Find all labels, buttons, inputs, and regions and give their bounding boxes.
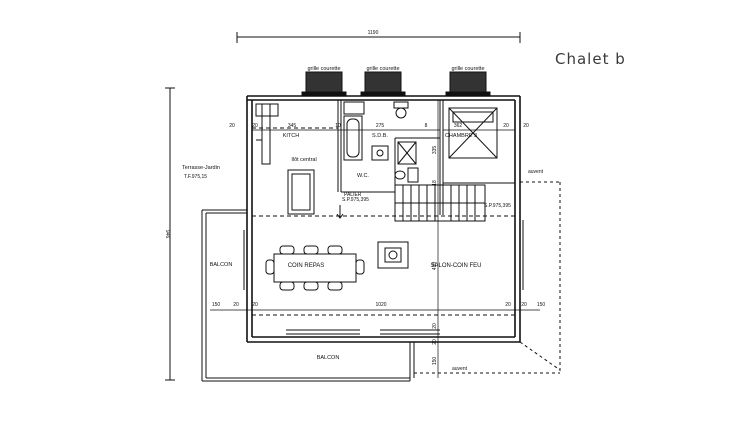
washbasin-sdb <box>371 145 389 161</box>
dim-20-c: 20 <box>503 123 509 129</box>
bed <box>448 107 498 159</box>
dim-20-f: 20 <box>252 302 258 308</box>
kitchen-counter <box>255 103 279 165</box>
dim-20-d: 20 <box>523 123 529 129</box>
grille-courette-3 <box>445 71 491 97</box>
windows <box>243 220 524 335</box>
dim-345: 345 <box>288 123 297 129</box>
dashed-lines <box>252 127 515 316</box>
room-coin-repas: COIN REPAS <box>288 263 325 269</box>
bathroom-vanity <box>343 101 365 115</box>
room-ilot: Ilôt central <box>291 157 316 163</box>
balcony-left <box>201 209 247 381</box>
grille-courette-2 <box>360 71 406 97</box>
interior-walls <box>337 100 515 215</box>
room-chambre: CHAMBRE 3 <box>445 133 477 139</box>
dimension-ticks <box>210 100 540 378</box>
balcony-bottom <box>202 342 415 382</box>
dim-20-i: 20 <box>432 323 438 329</box>
label-grille-3: grille courette <box>451 66 484 72</box>
staircase <box>394 184 486 222</box>
dim-20-j: 20 <box>432 339 438 345</box>
level-right: S.P.975,395 <box>484 203 511 209</box>
dim-150-l: 150 <box>212 302 221 308</box>
dining-table <box>265 245 365 291</box>
dim-335: 335 <box>432 146 438 155</box>
auvent-right <box>519 181 561 371</box>
dim-20-a: 20 <box>229 123 235 129</box>
level-terrasse: T.F.975,15 <box>184 174 207 180</box>
grille-courette-1 <box>301 71 347 97</box>
room-balcon-left: BALCON <box>210 262 233 268</box>
dim-8: 8 <box>425 123 428 129</box>
dim-1020: 1020 <box>375 302 386 308</box>
label-auvent-right: auvent <box>528 169 544 175</box>
kitchen-island <box>287 169 315 215</box>
entrance-arrow <box>336 205 344 219</box>
dim-left-total: 946 <box>164 230 170 239</box>
level-palier: S.P.975,395 <box>342 197 369 203</box>
dim-top-total: 1190 <box>368 30 379 36</box>
bathtub <box>343 115 363 161</box>
outer-walls <box>246 95 521 343</box>
dim-275: 275 <box>376 123 385 129</box>
toilet-upper <box>393 101 409 119</box>
toilet-wc <box>394 167 419 183</box>
dim-150-b: 150 <box>432 357 438 366</box>
dim-20-e: 20 <box>233 302 239 308</box>
room-terrasse: Terrasse-Jardin <box>182 165 220 171</box>
dim-18: 18 <box>432 180 438 186</box>
label-grille-2: grille courette <box>366 66 399 72</box>
page-title: Chalet b <box>555 50 626 68</box>
room-balcon-bottom: BALCON <box>317 355 340 361</box>
fireplace <box>377 241 409 269</box>
label-auvent-bottom: auvent <box>452 366 468 372</box>
dimension-line-left <box>165 87 175 381</box>
room-wc: W.C. <box>357 173 369 179</box>
room-salon: SALON-COIN FEU <box>430 263 481 269</box>
room-palier: PALIER <box>344 192 362 198</box>
dimension-line-top <box>236 32 521 43</box>
dim-150-r: 150 <box>537 302 546 308</box>
dim-20-g: 20 <box>505 302 511 308</box>
shower <box>397 141 417 165</box>
room-sdb: S.D.B. <box>372 133 388 139</box>
room-kitch: KITCH <box>283 133 300 139</box>
dim-20-b: 20 <box>252 123 258 129</box>
dim-410: 410 <box>432 262 438 271</box>
label-grille-1: grille courette <box>307 66 340 72</box>
dim-10: 10 <box>335 123 341 129</box>
dim-362: 362 <box>454 123 463 129</box>
dim-20-h: 20 <box>521 302 527 308</box>
